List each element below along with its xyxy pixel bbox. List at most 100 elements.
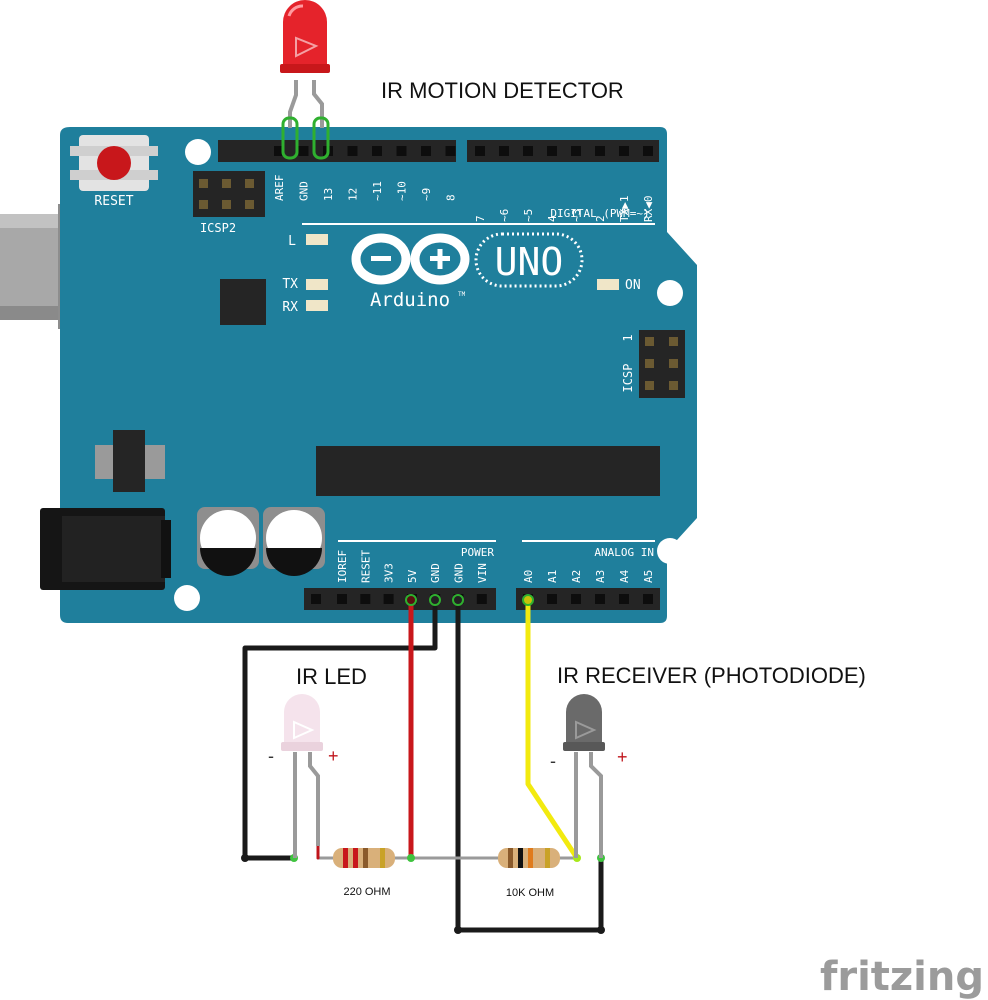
- analog-label: ANALOG IN: [594, 546, 654, 559]
- icsp2-header: [193, 171, 265, 217]
- header-pin-socket: [619, 594, 629, 604]
- header-pin-socket: [421, 146, 431, 156]
- ir-receiver-label: IR RECEIVER (PHOTODIODE): [557, 663, 866, 688]
- pin-label: 12: [347, 188, 360, 201]
- logo-minus-icon: [371, 256, 391, 261]
- microcontroller-chip: [220, 279, 266, 325]
- digital-pins-left: AREF GND 13 12 ~11 ~10 ~9 8: [273, 146, 458, 201]
- mounting-hole: [657, 538, 683, 564]
- header-pin-socket: [445, 146, 456, 156]
- tx-led: [306, 279, 328, 290]
- pin-label: 5V: [406, 569, 419, 583]
- pin-label: VIN: [476, 563, 489, 583]
- header-pin-socket: [595, 594, 605, 604]
- pin-highlight-13: [312, 116, 330, 160]
- power-header: [304, 588, 496, 610]
- icsp2-label: ICSP2: [200, 221, 236, 235]
- reset-label: RESET: [94, 194, 133, 209]
- pin-label: TX▶1: [618, 196, 631, 223]
- uno-label: UNO: [495, 240, 564, 284]
- mounting-hole: [185, 139, 211, 165]
- pin-label: AREF: [273, 175, 286, 202]
- pin-label: 13: [322, 188, 335, 201]
- ir-led: [281, 694, 323, 858]
- header-pin-socket: [571, 594, 581, 604]
- l-label: L: [288, 234, 296, 249]
- pin-label: ~11: [371, 181, 384, 201]
- mounting-hole: [174, 585, 200, 611]
- pin-label: ~10: [396, 181, 409, 201]
- power-label: POWER: [461, 546, 494, 559]
- power-jack: [40, 508, 171, 590]
- rx-led: [306, 300, 328, 311]
- l-led: [306, 234, 328, 245]
- arduino-board: [60, 127, 697, 623]
- reset-button[interactable]: [70, 135, 158, 191]
- receiver-minus-sign: -: [550, 751, 556, 771]
- pin-label: 8: [445, 194, 458, 201]
- capacitor: [263, 507, 325, 576]
- pin-label: 4: [546, 215, 559, 222]
- pin-highlight-gnd: [281, 116, 299, 160]
- header-pin-socket: [619, 146, 629, 156]
- digital-header-right: [467, 140, 659, 162]
- tx-label: TX: [282, 277, 298, 292]
- pin-label: RX◀0: [642, 196, 655, 223]
- icsp-pin1-label: 1: [621, 334, 635, 341]
- header-pin-socket: [476, 594, 487, 604]
- fritzing-watermark: fritzing: [820, 954, 984, 1000]
- header-pin-socket: [396, 146, 407, 156]
- pin-label: 2: [594, 215, 607, 222]
- arduino-label: Arduino: [370, 289, 450, 311]
- ir-led-plus-sign: +: [328, 746, 339, 766]
- voltage-regulator: [95, 430, 165, 492]
- pin-label: A4: [618, 569, 631, 583]
- header-pin-socket: [595, 146, 605, 156]
- header-pin-socket: [347, 146, 358, 156]
- pin-label: A2: [570, 570, 583, 583]
- rx-label: RX: [282, 300, 298, 315]
- pin-label: ~9: [420, 188, 433, 201]
- pin-label: ~5: [522, 209, 535, 222]
- header-pin-socket: [360, 594, 371, 604]
- pin-label: GND: [298, 181, 311, 201]
- wire-black-gnd-to-ir-led: [242, 597, 438, 861]
- header-pin-socket: [523, 146, 533, 156]
- title-label: IR MOTION DETECTOR: [381, 78, 624, 103]
- resistor-220-label: 220 OHM: [343, 886, 390, 898]
- pin-label: RESET: [359, 550, 372, 583]
- on-label: ON: [625, 278, 641, 293]
- resistor-220-ohm: [333, 848, 395, 868]
- atmega-chip: [316, 446, 660, 496]
- wire-black-gnd-to-receiver: [455, 597, 604, 933]
- uno-badge: [474, 232, 584, 288]
- wires: [242, 597, 604, 933]
- header-pin-socket: [337, 594, 347, 604]
- header-pin-socket: [311, 594, 321, 604]
- header-pin-socket: [547, 146, 557, 156]
- header-pin-socket: [274, 146, 284, 156]
- receiver-plus-sign: +: [617, 747, 628, 767]
- header-pin-socket: [372, 146, 382, 156]
- pin-label: A1: [546, 570, 559, 583]
- header-pin-socket: [643, 146, 653, 156]
- header-pin-socket: [298, 146, 309, 156]
- header-pin-socket: [643, 594, 653, 604]
- header-pin-socket: [547, 594, 557, 604]
- header-pin-socket: [475, 146, 485, 156]
- digital-label: DIGITAL (PWM=~): [550, 207, 649, 220]
- header-pin-socket: [499, 146, 509, 156]
- pin-label: 7: [474, 215, 487, 222]
- ir-led-label: IR LED: [296, 664, 367, 689]
- pin-label: GND: [453, 563, 466, 583]
- capacitor: [197, 507, 259, 576]
- trademark-label: TM: [458, 291, 466, 298]
- pin-label: ~6: [498, 209, 511, 222]
- mounting-hole: [657, 280, 683, 306]
- icsp-header: [639, 330, 685, 398]
- pin-label: 3V3: [383, 563, 396, 583]
- digital-header-left: [218, 140, 456, 162]
